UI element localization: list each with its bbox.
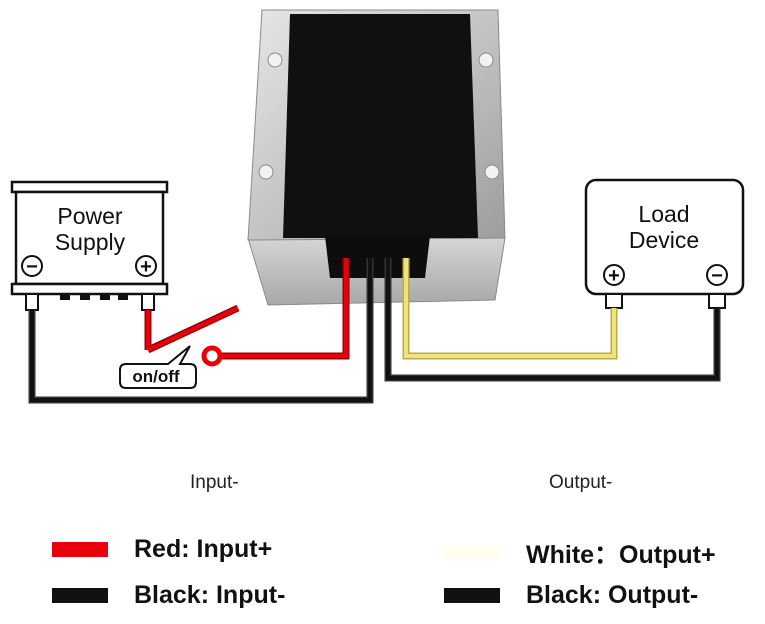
power-supply-base bbox=[10, 282, 169, 296]
legend-item-white: White：Output+ bbox=[444, 535, 716, 571]
load-device-foot-right bbox=[708, 293, 726, 309]
cable-gland bbox=[325, 236, 430, 278]
red-input-wire-core bbox=[220, 258, 348, 358]
load-device-negative-symbol: − bbox=[711, 265, 723, 287]
output-caption: Output- bbox=[549, 472, 613, 493]
legend-label-black-input: Black: Input- bbox=[134, 581, 286, 609]
wires bbox=[28, 258, 721, 404]
caption-band bbox=[0, 458, 765, 518]
power-supply-vent-1 bbox=[60, 294, 70, 300]
power-supply-vent-2 bbox=[80, 294, 90, 300]
load-device-label-2: Device bbox=[629, 227, 699, 253]
converter-module bbox=[247, 9, 506, 306]
switch-label-bubble: on/off bbox=[119, 345, 197, 389]
red-swatch bbox=[52, 542, 108, 557]
power-supply-vent-3 bbox=[100, 294, 110, 300]
power-supply-label-2: Supply bbox=[55, 229, 126, 255]
power-supply-foot-right bbox=[141, 293, 155, 311]
mount-hole-bottom-right bbox=[484, 164, 500, 180]
legend-item-red: Red: Input+ bbox=[52, 535, 272, 564]
positive-terminal-icon bbox=[135, 255, 157, 277]
power-supply-negative-symbol: − bbox=[26, 256, 38, 278]
power-supply-positive-symbol: + bbox=[140, 256, 152, 278]
black-swatch-output bbox=[444, 588, 500, 603]
legend-label-white: White：Output+ bbox=[526, 541, 716, 569]
mount-hole-top-left bbox=[267, 52, 283, 68]
load-device-foot-left bbox=[605, 293, 623, 309]
load-device-label-1: Load bbox=[638, 201, 689, 227]
white-swatch bbox=[444, 545, 500, 561]
black-swatch-input bbox=[52, 588, 108, 603]
negative-terminal-icon bbox=[706, 264, 728, 286]
legend-item-black-output: Black: Output- bbox=[444, 581, 698, 610]
positive-terminal-icon bbox=[603, 264, 625, 286]
legend-label-red: Red: Input+ bbox=[134, 535, 273, 563]
power-supply-vent-4 bbox=[118, 294, 128, 300]
power-supply-foot-left bbox=[25, 293, 39, 311]
load-device-body bbox=[584, 178, 745, 296]
white-output-wire-core bbox=[404, 258, 616, 358]
converter-potting bbox=[283, 14, 478, 238]
black-input-wire-core bbox=[30, 258, 372, 402]
negative-terminal-icon bbox=[21, 255, 43, 277]
power-supply: Power Supply − + bbox=[10, 180, 169, 311]
switch-lever-core bbox=[147, 306, 239, 352]
switch-label-bubble-shape bbox=[119, 345, 197, 389]
mount-hole-bottom-left bbox=[258, 164, 274, 180]
mount-hole-top-right bbox=[478, 52, 494, 68]
power-supply-label-1: Power bbox=[57, 203, 123, 229]
input-caption: Input- bbox=[190, 472, 239, 493]
load-device: Load Device + − bbox=[584, 178, 745, 309]
switch-contact-icon bbox=[201, 345, 223, 367]
legend-item-black-input: Black: Input- bbox=[52, 581, 285, 610]
load-device-positive-symbol: + bbox=[608, 265, 620, 287]
legend-label-black-output: Black: Output- bbox=[526, 581, 699, 609]
power-supply-top bbox=[10, 180, 169, 194]
switch-label: on/off bbox=[132, 367, 180, 386]
black-output-wire-core bbox=[386, 258, 719, 380]
